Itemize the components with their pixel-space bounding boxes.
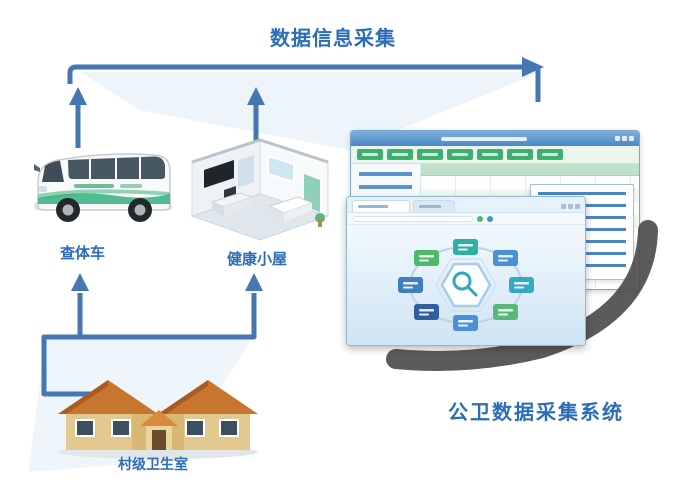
front-window-titlebar bbox=[347, 197, 585, 213]
toolbar-button bbox=[507, 149, 533, 160]
village-clinic-illustration bbox=[58, 380, 258, 459]
door-icon bbox=[152, 430, 166, 450]
system-modules-diagram bbox=[398, 239, 534, 331]
module-tile-top-left bbox=[414, 250, 439, 266]
window-controls-icon bbox=[561, 204, 580, 209]
module-tile-right bbox=[509, 277, 534, 293]
diagram-title: 数据信息采集 bbox=[270, 28, 396, 50]
toolbar-button bbox=[417, 149, 443, 160]
magnifier-icon bbox=[452, 271, 478, 297]
address-bar bbox=[353, 215, 473, 222]
back-window-toolbar bbox=[351, 146, 639, 164]
arrowhead-right-icon bbox=[522, 57, 544, 77]
front-window-toolbar bbox=[347, 213, 585, 225]
arrowhead-up-room-icon bbox=[247, 87, 265, 105]
front-window-content bbox=[347, 225, 585, 345]
back-window-titlebar bbox=[351, 131, 639, 146]
module-tile-bottom-left bbox=[414, 304, 439, 320]
toolbar-dot-icon bbox=[477, 215, 483, 222]
system-label: 公卫数据采集系统 bbox=[448, 402, 624, 424]
toolbar-button bbox=[357, 149, 383, 160]
toolbar-button bbox=[537, 149, 563, 160]
flow-arrow-house bbox=[41, 293, 257, 397]
house-label: 村级卫生室 bbox=[118, 456, 188, 472]
center-hexagon bbox=[435, 258, 497, 312]
background-wash-top bbox=[80, 72, 540, 150]
window-controls-icon bbox=[615, 136, 634, 141]
arrowhead-up-right-icon bbox=[245, 273, 263, 291]
van-label: 查体车 bbox=[59, 245, 105, 262]
exam-van-illustration bbox=[34, 153, 172, 222]
wall-screen-icon bbox=[204, 160, 234, 188]
module-tile-bottom-right bbox=[493, 304, 518, 320]
toolbar-dot-icon bbox=[487, 215, 493, 222]
front-window bbox=[346, 196, 586, 346]
module-tile-top-right bbox=[493, 250, 518, 266]
toolbar-button bbox=[447, 149, 473, 160]
table-header bbox=[421, 164, 639, 176]
room-label: 健康小屋 bbox=[226, 251, 287, 268]
back-window-title-placeholder bbox=[440, 136, 527, 141]
browser-tab bbox=[413, 200, 455, 212]
browser-tab bbox=[352, 200, 410, 212]
module-tile-bottom bbox=[453, 315, 478, 331]
flow-arrow-top bbox=[67, 64, 541, 102]
health-cabin-illustration bbox=[190, 138, 330, 241]
module-tile-top bbox=[453, 239, 478, 255]
arrowhead-up-left-icon bbox=[71, 273, 89, 291]
toolbar-button bbox=[387, 149, 413, 160]
module-tile-left bbox=[398, 277, 423, 293]
arrowhead-up-van-icon bbox=[69, 87, 87, 105]
toolbar-button bbox=[477, 149, 503, 160]
